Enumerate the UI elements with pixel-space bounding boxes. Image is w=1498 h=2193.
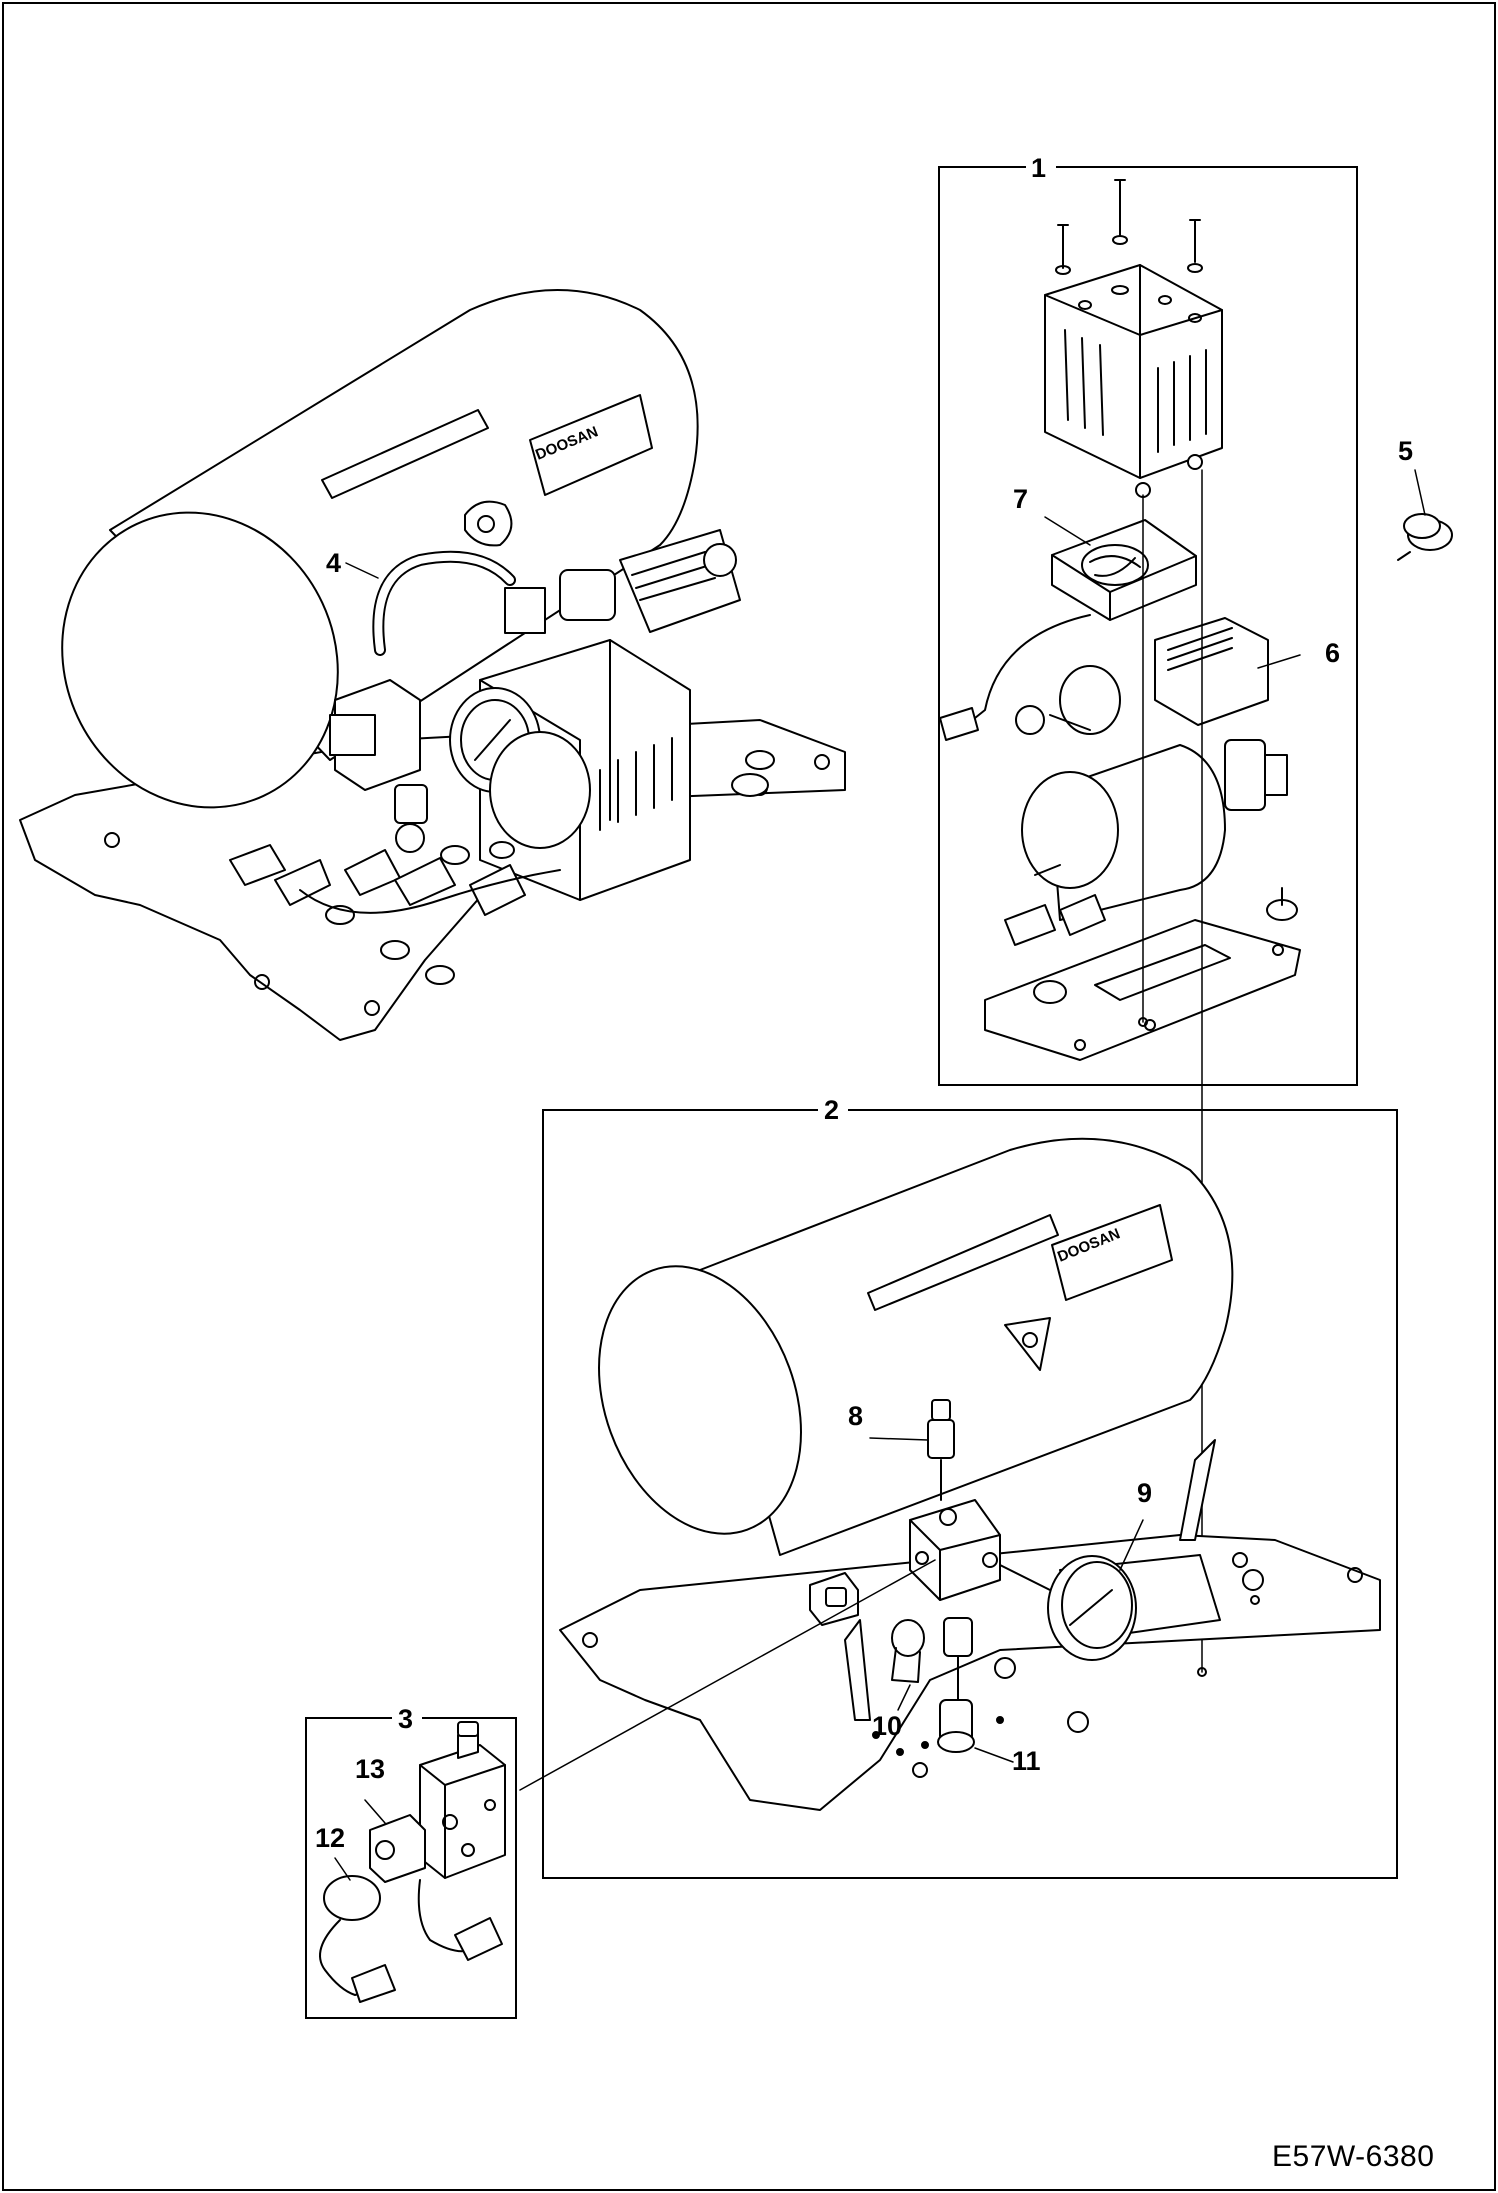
callout-2: 2 (824, 1095, 839, 1125)
callout-10: 10 (872, 1711, 902, 1741)
callout-9: 9 (1137, 1478, 1152, 1508)
compressor-exploded-illustration (939, 179, 1453, 1677)
callout-11: 11 (1012, 1746, 1041, 1776)
callout-8: 8 (848, 1401, 863, 1431)
callout-numbers: 1 2 3 4 5 6 7 8 9 10 11 13 12 (315, 153, 1413, 1853)
callout-6: 6 (1325, 638, 1340, 668)
callout-3: 3 (398, 1704, 413, 1734)
callout-4: 4 (326, 548, 341, 578)
drawing-code: E57W-6380 (1272, 2140, 1435, 2173)
callout-5: 5 (1398, 436, 1413, 466)
box-1-compressor-assembly (938, 166, 1358, 1086)
callout-1: 1 (1031, 153, 1046, 183)
leader-lines (334, 469, 1426, 1881)
box-2-tank-assembly (542, 1109, 1398, 1879)
assembled-unit-illustration: DOOSAN (19, 289, 846, 1041)
tank-exploded-illustration: DOOSAN (519, 1137, 1381, 1811)
callout-13: 13 (355, 1754, 385, 1784)
callout-7: 7 (1013, 484, 1028, 514)
valve-exploded-illustration (319, 1721, 506, 2003)
callout-12: 12 (315, 1823, 345, 1853)
